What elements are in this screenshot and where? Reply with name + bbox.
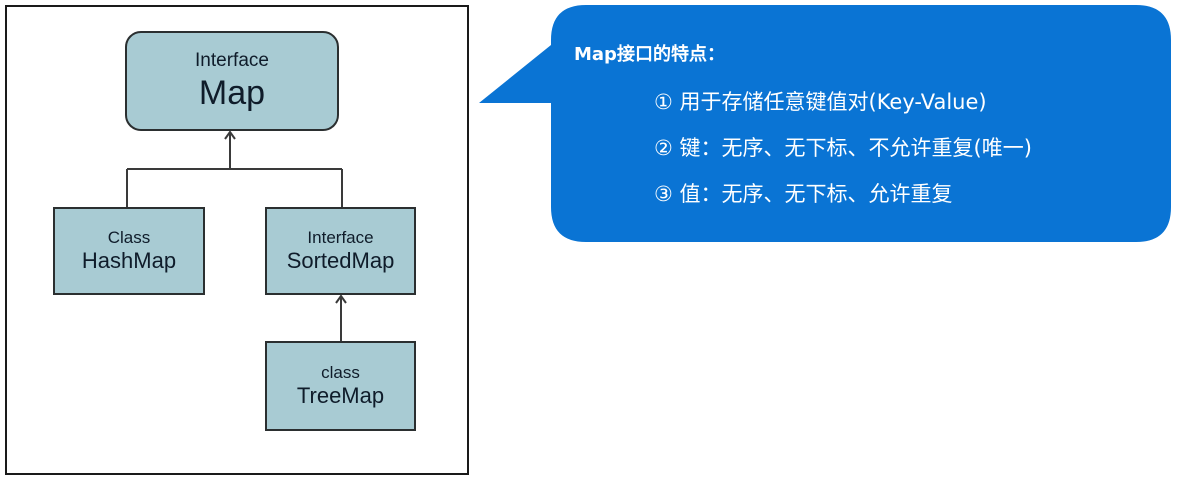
- callout-item: ① 用于存储任意键值对(Key-Value): [654, 90, 987, 114]
- node-name: SortedMap: [286, 248, 395, 273]
- callout-title: Map接口的特点：: [574, 44, 725, 65]
- node-name: HashMap: [81, 248, 177, 273]
- node-kind: Interface: [195, 50, 269, 71]
- node-map: Interface Map: [125, 31, 339, 131]
- callout-item: ② 键：无序、无下标、不允许重复(唯一): [654, 136, 1032, 160]
- callout-item: ③ 值：无序、无下标、允许重复: [654, 182, 953, 206]
- node-kind: class: [321, 363, 360, 382]
- inheritance-edges: [126, 130, 347, 341]
- node-name: Map: [198, 74, 266, 112]
- node-kind: Interface: [307, 228, 374, 247]
- node-name: TreeMap: [296, 383, 385, 408]
- node-treemap: class TreeMap: [265, 341, 416, 431]
- node-hashmap: Class HashMap: [53, 207, 205, 295]
- node-kind: Class: [107, 228, 151, 247]
- node-sortedmap: Interface SortedMap: [265, 207, 416, 295]
